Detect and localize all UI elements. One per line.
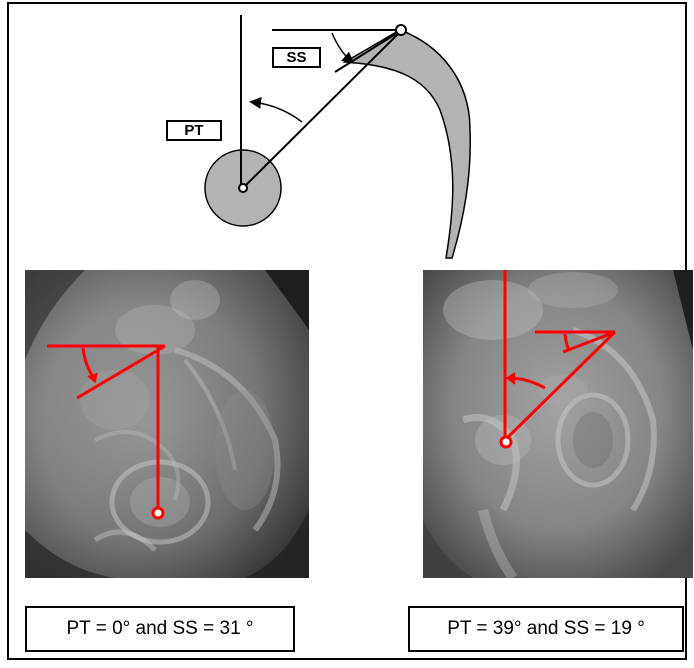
left-caption: PT = 0° and SS = 31 ° (25, 606, 295, 652)
ss-angle-arc (332, 33, 352, 62)
right-radiograph (423, 270, 693, 578)
ss-label: SS (272, 47, 321, 68)
pt-reference-line (243, 30, 402, 188)
pelvic-schematic (0, 0, 694, 270)
right-caption: PT = 39° and SS = 19 ° (408, 606, 684, 652)
sacral-endplate-point (396, 25, 406, 35)
pt-label: PT (166, 120, 222, 141)
femoral-center-point (239, 184, 247, 192)
sacrum-shape (345, 30, 470, 258)
left-radiograph (25, 270, 309, 578)
pt-angle-arc (252, 102, 302, 122)
left-femoral-center-point (153, 508, 163, 518)
right-femoral-center-point (501, 437, 511, 447)
